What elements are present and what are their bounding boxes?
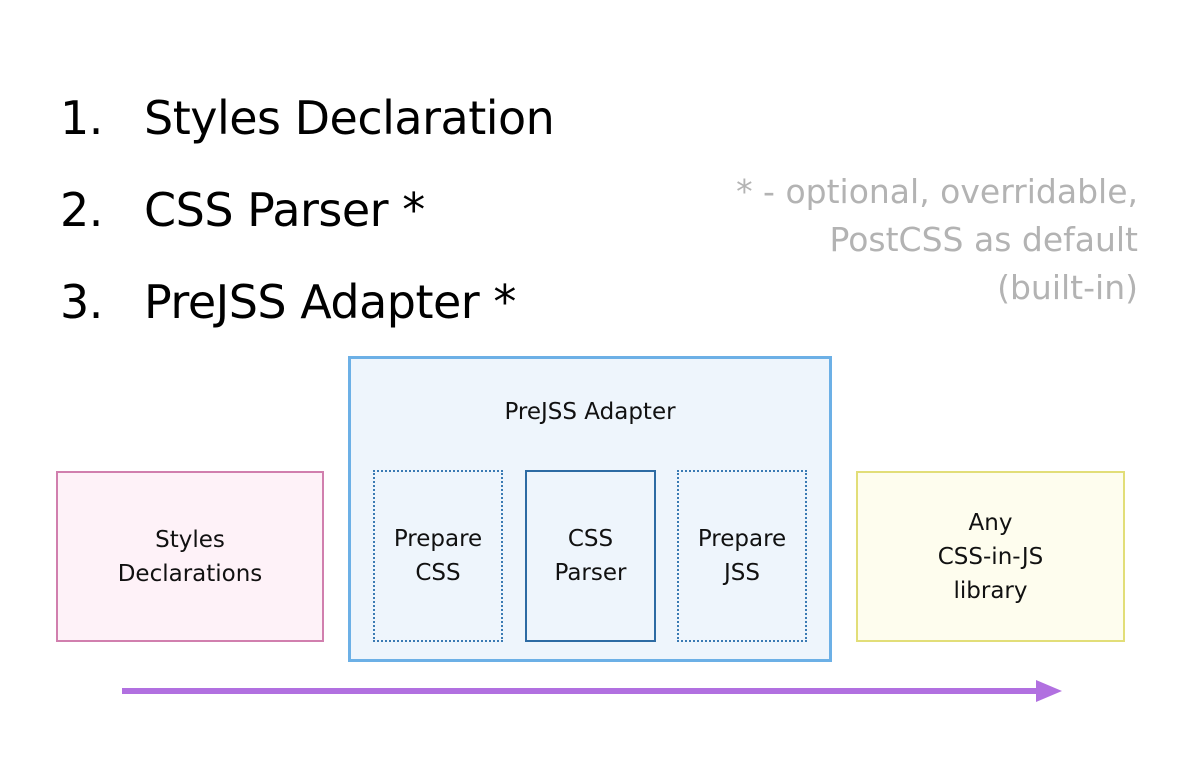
box-label: CSS-in-JS (937, 543, 1044, 570)
step-label: Styles Declaration (144, 91, 555, 145)
step-number: 1. (60, 91, 103, 145)
note-line: (built-in) (997, 268, 1138, 307)
step-item: 2. CSS Parser * (60, 164, 554, 256)
step-number: 3. (60, 275, 103, 329)
box-label: Declarations (117, 560, 263, 587)
css-in-js-library-box: Any CSS-in-JS library (856, 471, 1125, 642)
steps-list: 1. Styles Declaration 2. CSS Parser * 3.… (60, 72, 555, 348)
box-label: Prepare (393, 526, 483, 552)
step-label: PreJSS Adapter * (144, 275, 516, 329)
box-label: Parser (554, 560, 627, 586)
step-item: 3. PreJSS Adapter * (60, 256, 554, 348)
styles-declarations-box: Styles Declarations (56, 471, 324, 642)
box-label: Styles (155, 526, 225, 553)
box-label: JSS (724, 560, 760, 586)
prepare-jss-box: Prepare JSS (677, 470, 807, 642)
box-label: CSS (567, 526, 614, 552)
box-label: library (953, 577, 1028, 604)
optional-note: * - optional, overridable, PostCSS as de… (678, 168, 1138, 312)
step-item: 1. Styles Declaration (60, 72, 555, 164)
note-line: * - optional, overridable, (736, 172, 1138, 211)
arrow-head-icon (1036, 680, 1062, 702)
prejss-adapter-box: PreJSS Adapter (348, 356, 832, 662)
step-number: 2. (60, 183, 103, 237)
box-label: Any (968, 509, 1013, 536)
css-parser-box: CSS Parser (525, 470, 656, 642)
note-line: PostCSS as default (829, 220, 1139, 259)
box-label: Prepare (697, 526, 787, 552)
step-label: CSS Parser * (144, 183, 425, 237)
box-label: CSS (415, 560, 461, 586)
prepare-css-box: Prepare CSS (373, 470, 503, 642)
prejss-adapter-title: PreJSS Adapter (504, 399, 676, 425)
